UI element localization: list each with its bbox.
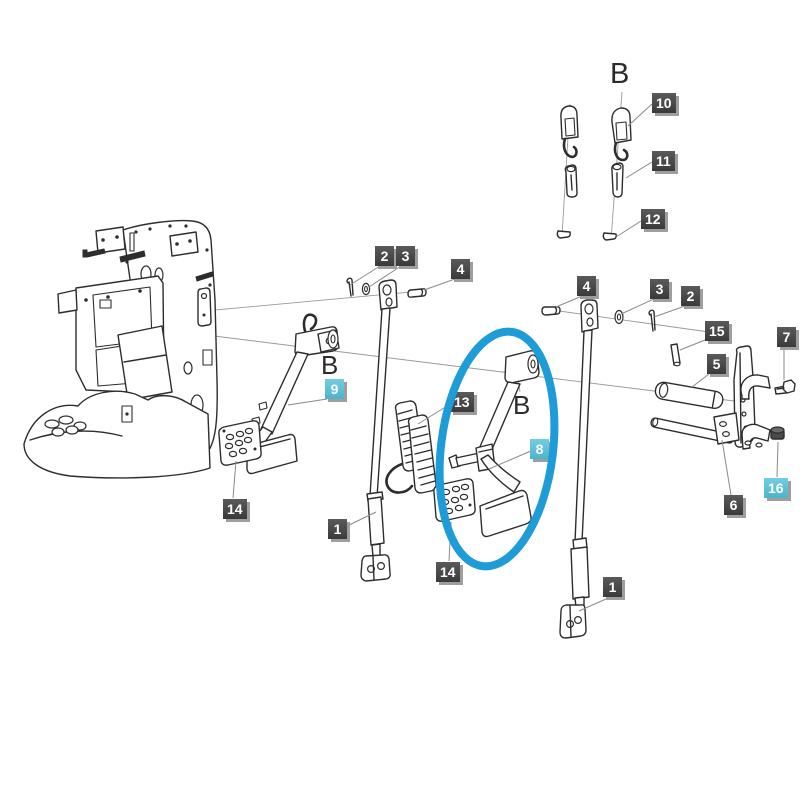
callout-1-right: 1 bbox=[603, 577, 622, 597]
cotter-pin-2-left bbox=[346, 277, 354, 297]
clevis-hook-left bbox=[556, 105, 579, 239]
spacer-pin-15 bbox=[670, 343, 681, 367]
ref-letter-b-top: B bbox=[610, 58, 630, 90]
rod-1-right bbox=[559, 299, 599, 639]
nut-16 bbox=[770, 426, 785, 440]
rod-1-left bbox=[360, 279, 398, 582]
callout-4-left: 4 bbox=[451, 259, 470, 279]
callout-10: 10 bbox=[652, 93, 676, 113]
callout-2-right: 2 bbox=[681, 286, 700, 306]
washer-3-left bbox=[361, 282, 371, 296]
snap-clip-12 bbox=[602, 232, 617, 241]
cotter-pin-2-right bbox=[648, 309, 656, 332]
callout-14-right: 14 bbox=[436, 562, 460, 582]
ref-letter-b-pedal9: B bbox=[321, 350, 339, 380]
pedal-pad-14-left bbox=[218, 420, 262, 466]
callout-14-left: 14 bbox=[223, 499, 247, 519]
callout-1-left: 1 bbox=[328, 519, 347, 539]
clevis-pin-4-left bbox=[407, 288, 427, 298]
bolt-7 bbox=[774, 379, 796, 395]
callout-6: 6 bbox=[724, 495, 743, 515]
callout-5: 5 bbox=[707, 354, 726, 374]
callout-2-left: 2 bbox=[375, 246, 394, 266]
pedal-pad-14-right bbox=[433, 478, 476, 522]
center-lines bbox=[149, 91, 743, 403]
callout-7: 7 bbox=[777, 327, 796, 347]
callout-9: 9 bbox=[325, 379, 344, 399]
washer-3-right bbox=[614, 309, 624, 325]
clevis-hook-10 bbox=[611, 107, 632, 162]
callout-3-right: 3 bbox=[650, 279, 669, 299]
clevis-pin-4-right bbox=[541, 306, 561, 316]
callout-13: 13 bbox=[450, 392, 474, 412]
callout-12: 12 bbox=[641, 209, 665, 229]
callout-16: 16 bbox=[764, 478, 788, 498]
callout-8: 8 bbox=[530, 439, 549, 459]
callout-3-left: 3 bbox=[396, 246, 415, 266]
callout-4-right: 4 bbox=[577, 276, 596, 296]
linkage-pin-11 bbox=[611, 162, 624, 198]
callout-11: 11 bbox=[652, 151, 675, 171]
ref-letter-b-pedal8: B bbox=[513, 390, 531, 420]
cab-frame-assembly bbox=[23, 219, 218, 479]
spring-13 bbox=[385, 400, 437, 494]
callout-15: 15 bbox=[705, 321, 729, 341]
mounting-bracket-6 bbox=[713, 345, 771, 450]
